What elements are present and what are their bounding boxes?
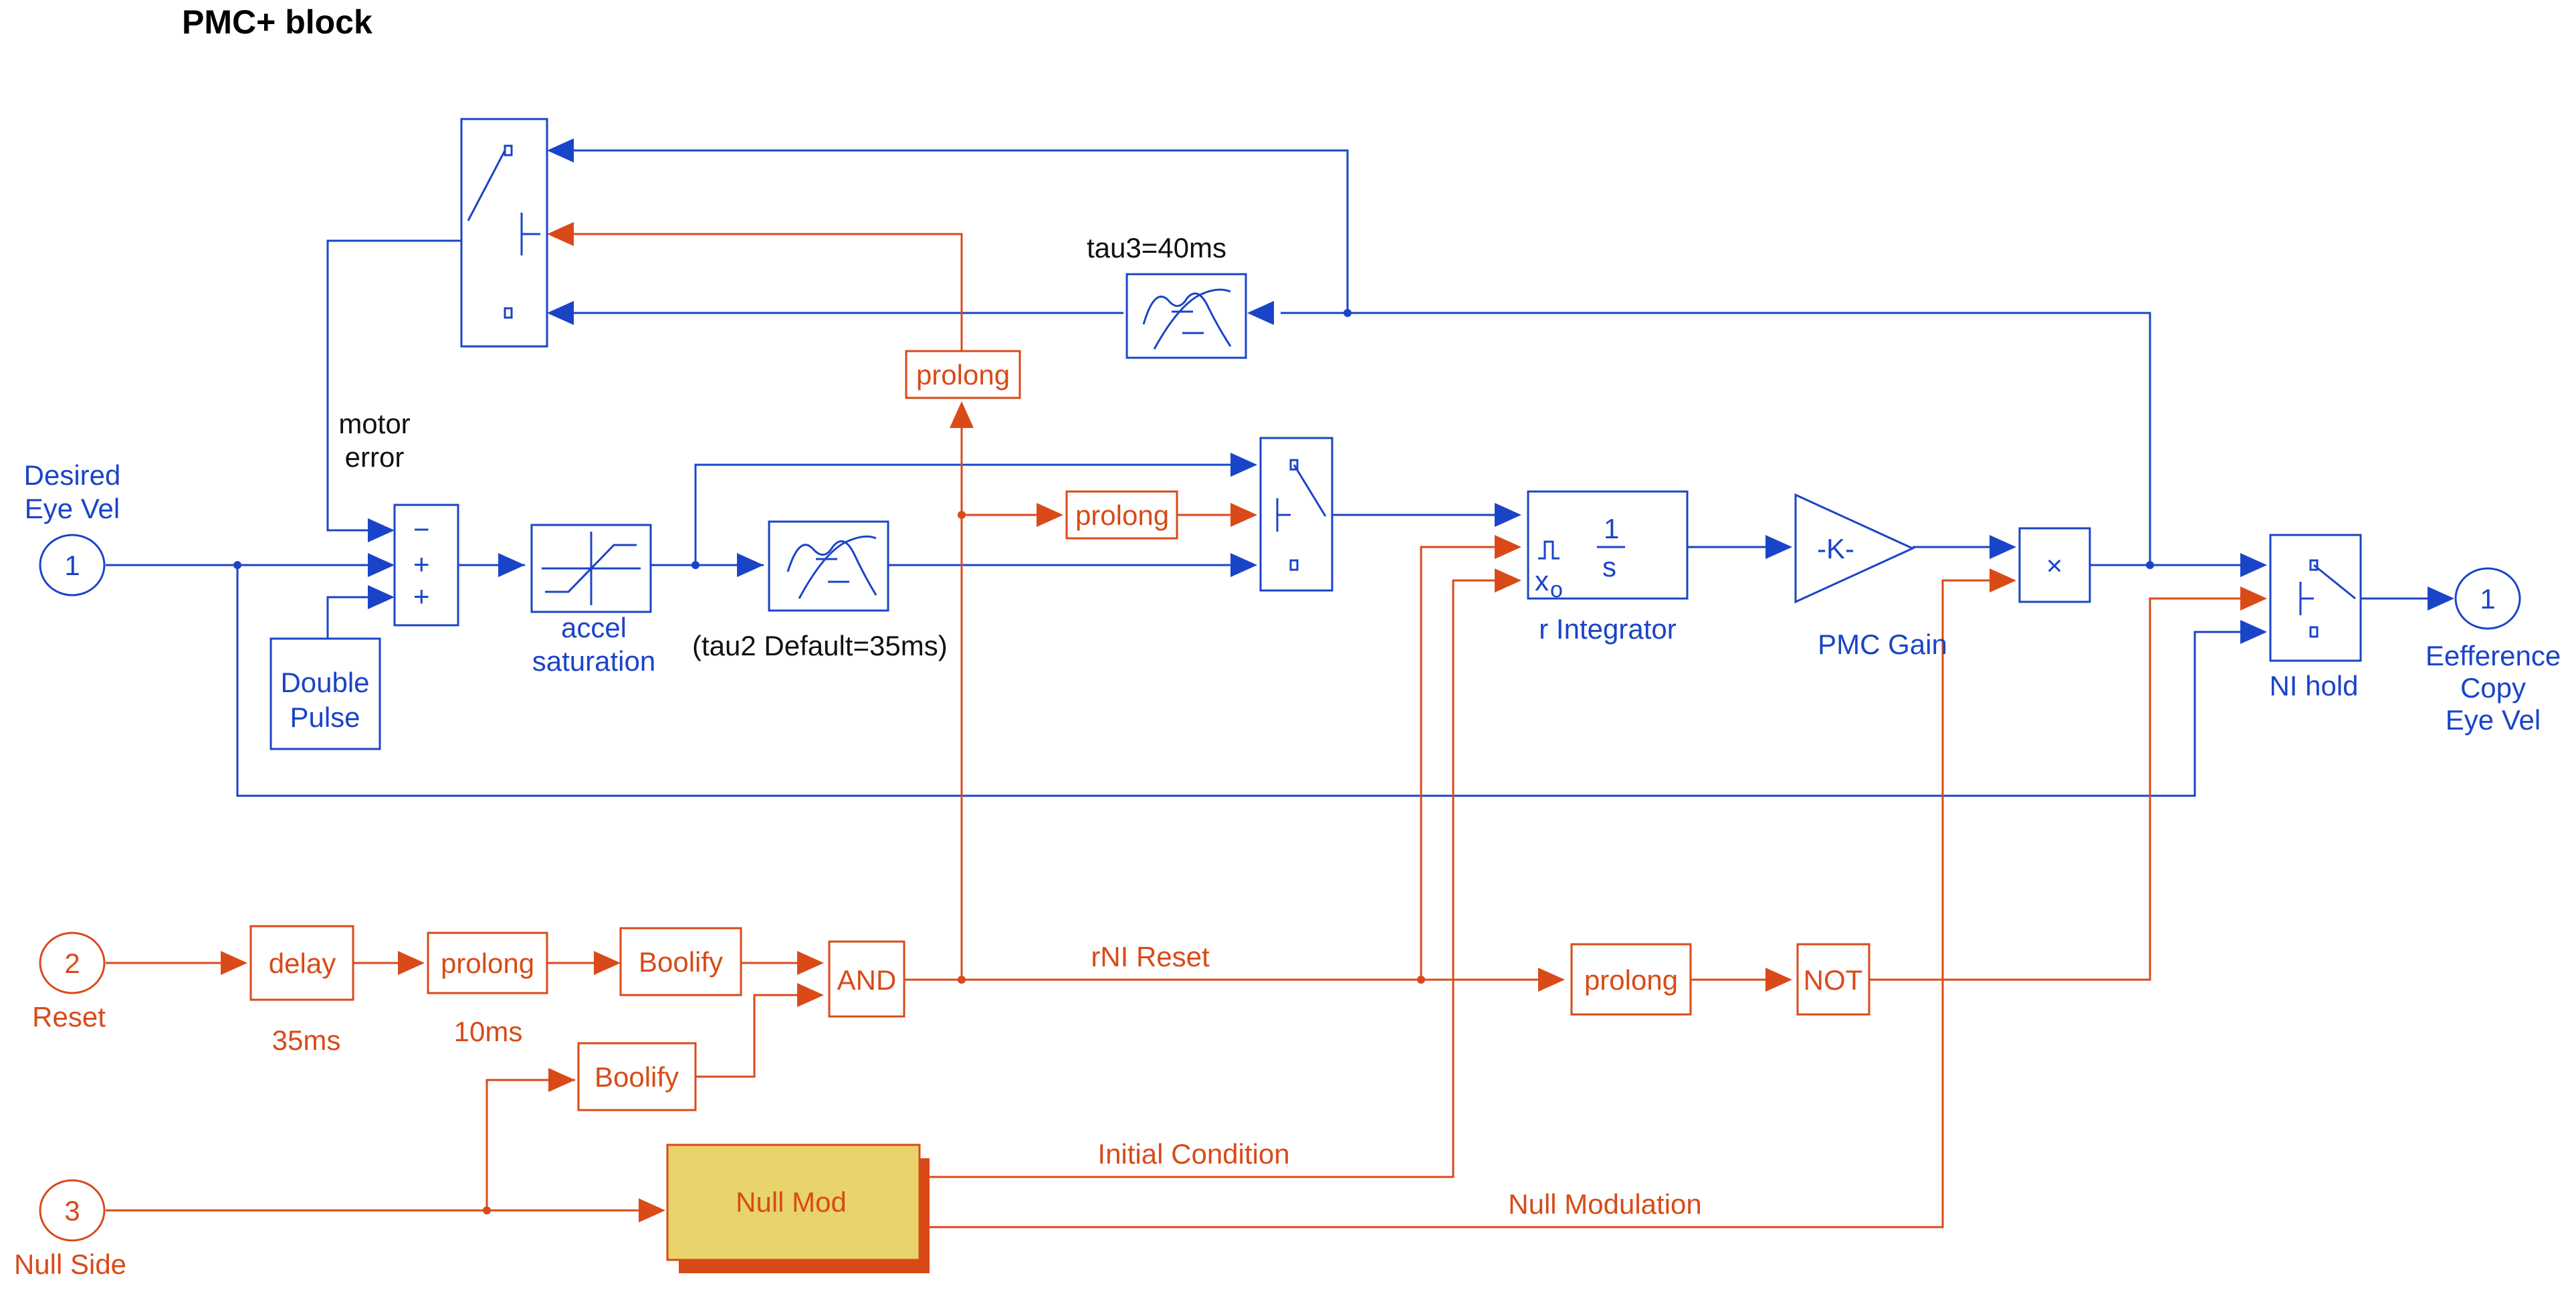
prolong-mid-label: prolong bbox=[1075, 500, 1169, 531]
inport-2-number: 2 bbox=[64, 948, 80, 979]
prolong-top-block[interactable]: prolong bbox=[905, 350, 1021, 399]
r-integrator-label: r Integrator bbox=[1539, 613, 1676, 645]
blue-wires bbox=[106, 149, 2428, 797]
prolong-mid-block[interactable]: prolong bbox=[1065, 490, 1178, 540]
diagram-title: PMC+ block bbox=[182, 3, 372, 41]
prolong-bottom-block[interactable]: prolong bbox=[1570, 943, 1692, 1016]
sum-sign-3: + bbox=[413, 580, 430, 612]
delay-block[interactable]: delay 35ms bbox=[249, 925, 354, 1056]
double-pulse-line2: Pulse bbox=[290, 701, 360, 733]
prolong-reset-block[interactable]: prolong 10ms bbox=[427, 932, 548, 1047]
outport-1-label-line3: Eye Vel bbox=[2446, 704, 2541, 736]
delay-label: delay bbox=[269, 948, 336, 979]
inport-2-label: Reset bbox=[32, 1001, 106, 1033]
inport-1-number: 1 bbox=[64, 550, 80, 581]
double-pulse-block[interactable]: Double Pulse bbox=[270, 637, 381, 750]
integrator-x0: x bbox=[1535, 565, 1549, 597]
motor-error-label-line2: error bbox=[345, 441, 405, 473]
blue-arrows bbox=[368, 138, 2454, 644]
accel-saturation-block[interactable]: accel saturation bbox=[530, 524, 655, 677]
boolify-2-block[interactable]: Boolify bbox=[577, 1042, 697, 1111]
pmc-gain-block[interactable]: -K- PMC Gain bbox=[1794, 493, 1947, 660]
outport-1[interactable]: 1 Eefference Copy Eye Vel bbox=[2426, 567, 2561, 736]
sum-sign-2: + bbox=[413, 548, 430, 580]
r-integrator-block[interactable]: 1 s x o r Integrator bbox=[1527, 490, 1689, 645]
null-mod-block[interactable]: Null Mod bbox=[666, 1144, 930, 1273]
and-gate-block[interactable]: AND bbox=[828, 940, 905, 1018]
and-gate-label: AND bbox=[837, 964, 897, 996]
sum-block[interactable]: − + + bbox=[393, 504, 459, 627]
outport-1-number: 1 bbox=[2480, 583, 2495, 615]
boolify-1-label: Boolify bbox=[639, 946, 723, 978]
inport-1[interactable]: 1 Desired Eye Vel bbox=[24, 459, 121, 597]
prolong-reset-label: prolong bbox=[441, 948, 534, 979]
sum-sign-1: − bbox=[413, 514, 430, 545]
integrator-x0-sub: o bbox=[1550, 577, 1563, 603]
mid-switch-block[interactable] bbox=[1259, 437, 1333, 592]
outport-1-label-line1: Eefference bbox=[2426, 640, 2561, 671]
inport-2[interactable]: 2 Reset bbox=[32, 932, 106, 1033]
pmc-gain-symbol: -K- bbox=[1817, 533, 1854, 564]
null-mod-label: Null Mod bbox=[736, 1186, 847, 1218]
product-symbol: × bbox=[2046, 550, 2063, 581]
tau2-caption: (tau2 Default=35ms) bbox=[692, 630, 948, 661]
accel-saturation-line1: accel bbox=[561, 612, 627, 643]
boolify-1-block[interactable]: Boolify bbox=[619, 927, 742, 996]
accel-saturation-line2: saturation bbox=[532, 645, 655, 677]
inport-3[interactable]: 3 Null Side bbox=[14, 1179, 126, 1280]
red-arrows bbox=[221, 222, 2267, 1222]
outport-1-label-line2: Copy bbox=[2460, 672, 2526, 704]
not-gate-label: NOT bbox=[1804, 964, 1863, 996]
inport-1-label-line2: Eye Vel bbox=[25, 493, 120, 524]
tau3-caption: tau3=40ms bbox=[1087, 232, 1226, 263]
junction-dots bbox=[233, 309, 2154, 1214]
double-pulse-line1: Double bbox=[280, 667, 369, 698]
red-wires bbox=[106, 233, 2240, 1228]
pmc-gain-label: PMC Gain bbox=[1818, 629, 1947, 660]
tau2-filter-block[interactable]: (tau2 Default=35ms) bbox=[692, 520, 948, 661]
initial-condition-label: Initial Condition bbox=[1097, 1138, 1289, 1170]
ni-hold-block[interactable]: NI hold bbox=[2269, 534, 2362, 701]
inport-3-label: Null Side bbox=[14, 1249, 126, 1280]
inport-1-label-line1: Desired bbox=[24, 459, 121, 491]
null-modulation-label: Null Modulation bbox=[1508, 1188, 1702, 1220]
product-block[interactable]: × bbox=[2018, 527, 2091, 603]
not-gate-block[interactable]: NOT bbox=[1796, 943, 1870, 1016]
tau3-filter-block[interactable]: tau3=40ms bbox=[1087, 232, 1247, 359]
top-switch-block[interactable] bbox=[460, 118, 548, 348]
delay-caption: 35ms bbox=[272, 1024, 341, 1056]
ni-hold-label: NI hold bbox=[2269, 670, 2358, 701]
prolong-top-label: prolong bbox=[916, 359, 1010, 391]
rni-reset-label: rNI Reset bbox=[1091, 941, 1210, 972]
prolong-10ms-caption: 10ms bbox=[454, 1016, 523, 1047]
boolify-2-label: Boolify bbox=[595, 1061, 679, 1093]
motor-error-label-line1: motor bbox=[338, 408, 410, 439]
inport-3-number: 3 bbox=[64, 1195, 80, 1226]
prolong-bottom-label: prolong bbox=[1584, 964, 1678, 996]
integrator-numerator: 1 bbox=[1604, 513, 1619, 544]
integrator-denominator: s bbox=[1602, 551, 1616, 582]
